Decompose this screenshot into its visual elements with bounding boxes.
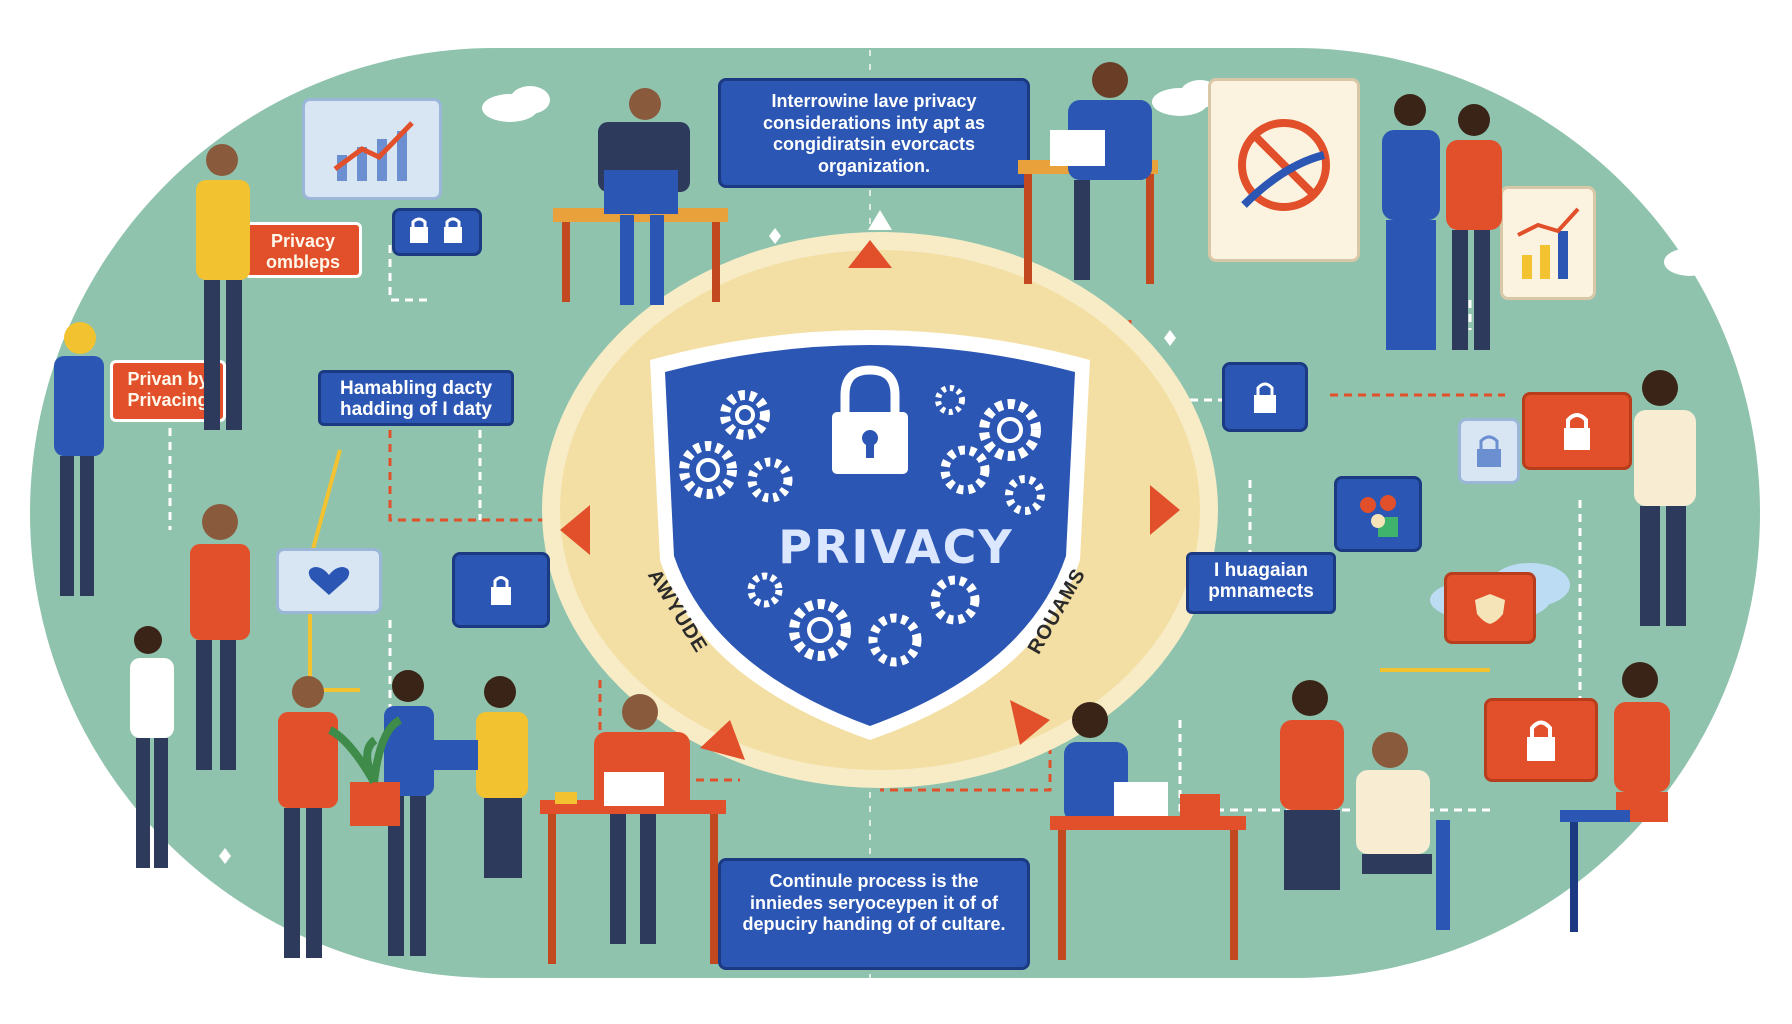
padlock-icon: [1564, 413, 1590, 450]
chart-icon: [333, 121, 414, 181]
person-group-bottom-left: [278, 670, 528, 958]
chart-icon: [1238, 119, 1330, 211]
shield-title: PRIVACY: [778, 520, 1014, 574]
laptop-icon: [1114, 782, 1168, 816]
privacy-ombleps-tag: Privacy ombleps: [244, 222, 362, 278]
padlock-tile-light: [1458, 418, 1520, 484]
user-group-icon: [1360, 495, 1398, 537]
laptop-icon: [604, 170, 678, 214]
padlock-icon: [832, 365, 908, 474]
chart-icon: [1517, 207, 1580, 279]
coffee-cup-icon: [555, 792, 577, 804]
person-women-top-right: [1382, 94, 1502, 350]
presentation-board: [1500, 186, 1596, 300]
arrow-right-icon: [1150, 485, 1180, 535]
folder-tile: [1444, 572, 1536, 644]
shield-icon: [1475, 594, 1505, 624]
padlock-icon: [410, 217, 462, 243]
handling-box: Hamabling dacty hadding of I daty: [318, 370, 514, 426]
chart-tile: [302, 98, 442, 200]
laptop-icon: [604, 772, 664, 806]
padlock-tile-right: [1222, 362, 1308, 432]
padlock-tile-red: [1522, 392, 1632, 470]
padlock-icon: [1527, 720, 1555, 761]
padlock-tile-bottom: [1484, 698, 1598, 782]
person-woman-left: [130, 626, 174, 868]
padlock-icon: [1477, 435, 1501, 467]
person-presenting-top-left: [196, 144, 250, 430]
laptop-icon: [1050, 130, 1105, 166]
arrow-left-icon: [560, 505, 590, 555]
huagan-box: I huagaian pmnamects: [1186, 552, 1336, 614]
plant-icon: [328, 716, 403, 826]
strategy-board: [1208, 78, 1360, 262]
gear-icon: [679, 385, 1045, 667]
shield-icon: [665, 345, 1075, 726]
people-tile: [1334, 476, 1422, 552]
padlock-icon: [1254, 382, 1276, 413]
arrow-up-icon: [848, 240, 892, 268]
padlock-icon: [491, 576, 511, 605]
person-at-desk-top: [553, 88, 728, 305]
person-at-desk-top-right: [1018, 62, 1158, 284]
person-pair-bottom-right: [1280, 680, 1450, 930]
person-at-desk-bottom-right: [1050, 702, 1246, 960]
heart-icon: [308, 567, 350, 595]
top-note: Interrowine lave privacy considerations …: [718, 78, 1030, 188]
person-at-desk-bottom: [540, 694, 726, 964]
bottom-note: Continule process is the inniedes seryoc…: [718, 858, 1030, 970]
person-left-middle: [54, 322, 104, 596]
laptop-icon: [430, 740, 478, 770]
heart-tile: [276, 548, 382, 614]
padlock-tile: [392, 208, 482, 256]
lock-document-tile: [452, 552, 550, 628]
arrow-down-right-icon: [1010, 700, 1050, 745]
person-woman-far-right: [1560, 662, 1670, 932]
person-man-far-right: [1634, 370, 1696, 626]
person-orange-left: [190, 504, 250, 770]
laptop-icon: [1180, 794, 1220, 816]
arrow-down-left-icon: [700, 720, 745, 760]
